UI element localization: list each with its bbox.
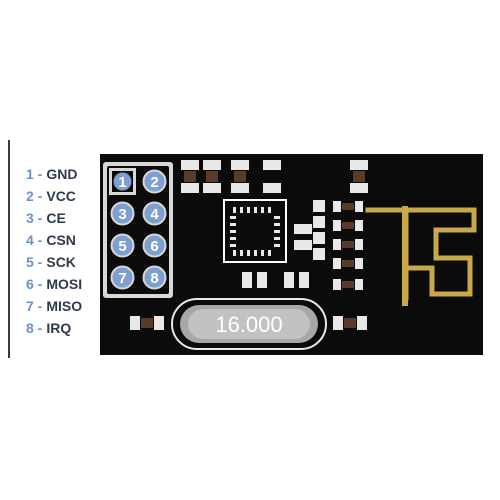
legend-row-pin-5: 5 -SCK [26, 251, 82, 273]
legend-pin-name: GND [46, 166, 78, 182]
pin-number-label: 8 [150, 270, 158, 287]
header-pin-7: 7 [110, 265, 135, 290]
crystal-frequency-label: 16.000 [215, 312, 282, 337]
header-pin-8: 8 [142, 265, 167, 290]
pin-header-body [107, 166, 169, 294]
legend-row-pin-2: 2 -VCC [26, 185, 82, 207]
pin-number-label: 1 [118, 174, 126, 191]
smd-component-top-2 [203, 160, 221, 193]
smd-component-low-1 [242, 272, 267, 288]
smd-component-top-1 [181, 160, 199, 193]
legend-row-pin-7: 7 -MISO [26, 295, 82, 317]
smd-component-top-4 [263, 160, 281, 193]
legend-pin-number: 8 [26, 320, 34, 336]
smd-component-mid-2 [313, 200, 325, 260]
legend-row-pin-8: 8 -IRQ [26, 317, 82, 339]
pin-number-label: 3 [118, 206, 126, 223]
legend-row-pin-4: 4 -CSN [26, 229, 82, 251]
pin-number-label: 6 [150, 238, 158, 255]
legend-pin-name: MISO [46, 298, 83, 314]
header-pin-5: 5 [110, 233, 135, 258]
legend-row-pin-1: 1 -GND [26, 163, 82, 185]
legend-pin-number: 5 [26, 254, 34, 270]
header-pin-1: 1 [109, 168, 136, 195]
legend-row-pin-6: 6 -MOSI [26, 273, 82, 295]
crystal-oscillator: 16.000 [171, 298, 327, 350]
pin-legend: 1 -GND 2 -VCC 3 -CE 4 -CSN 5 -SCK 6 -MOS… [26, 163, 82, 339]
legend-pin-number: 3 [26, 210, 34, 226]
pin-number-label: 5 [118, 238, 126, 255]
legend-pin-number: 4 [26, 232, 34, 248]
smd-capacitor-left [130, 316, 164, 330]
header-pin-2: 2 [142, 169, 167, 194]
legend-pin-number: 1 [26, 166, 34, 182]
header-pin-3: 3 [110, 201, 135, 226]
header-pin-4: 4 [142, 201, 167, 226]
radio-ic-chip [223, 199, 287, 263]
header-pin-6: 6 [142, 233, 167, 258]
left-divider-line [8, 140, 10, 358]
legend-pin-name: CSN [46, 232, 76, 248]
pin-number-label: 7 [118, 270, 126, 287]
legend-pin-name: SCK [46, 254, 76, 270]
legend-pin-number: 7 [26, 298, 34, 314]
legend-pin-number: 2 [26, 188, 34, 204]
pin-number-label: 4 [150, 206, 159, 223]
legend-row-pin-3: 3 -CE [26, 207, 82, 229]
smd-component-mid-1 [294, 224, 312, 250]
legend-pin-number: 6 [26, 276, 34, 292]
smd-component-low-2 [284, 272, 309, 288]
legend-pin-name: IRQ [46, 320, 72, 336]
legend-pin-name: CE [46, 210, 66, 226]
smd-component-top-3 [231, 160, 249, 193]
smd-resistor-column [333, 201, 363, 290]
legend-pin-name: VCC [46, 188, 76, 204]
pin-number-label: 2 [150, 174, 158, 191]
legend-pin-name: MOSI [46, 276, 83, 292]
antenna-feed-line [402, 206, 408, 306]
smd-component-top-5 [350, 160, 368, 193]
smd-capacitor-right [333, 316, 367, 330]
